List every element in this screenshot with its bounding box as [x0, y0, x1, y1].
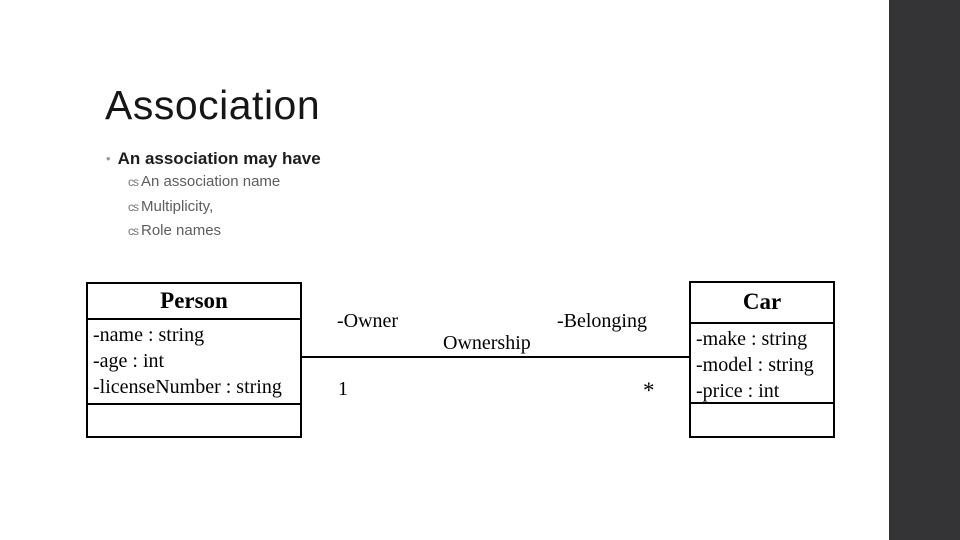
attribute-row: -model : string [696, 354, 814, 376]
attribute-row: -make : string [696, 328, 808, 350]
right-accent-bar [889, 0, 960, 540]
uml-class-box-person: Person -name : string -age : int -licens… [86, 282, 302, 438]
attribute-row: -price : int [696, 380, 780, 402]
slide-title: Association [105, 82, 321, 128]
sub-bullet-glyph-icon: cs [128, 199, 139, 214]
multiplicity-left-label: 1 [338, 378, 348, 400]
role-label-owner: -Owner [337, 310, 399, 332]
bullet-item: • An association may have [106, 149, 321, 169]
multiplicity-right-label: * [643, 378, 655, 403]
sub-bullet-glyph-icon: cs [128, 224, 139, 238]
attribute-row: -age : int [93, 350, 165, 372]
attribute-row: -name : string [93, 324, 205, 346]
class-attributes-car: -make : string -model : string -price : … [691, 324, 833, 404]
uml-class-box-car: Car -make : string -model : string -pric… [689, 281, 835, 438]
sub-bullet-text: Role names [141, 222, 222, 239]
class-name-person: Person [88, 284, 300, 320]
role-label-belonging: -Belonging [557, 310, 647, 332]
sub-bullet-text: Multiplicity, [141, 197, 214, 215]
bullet-text: An association may have [117, 149, 321, 168]
class-name-car: Car [691, 283, 833, 324]
association-name-label: Ownership [443, 332, 531, 354]
sub-bullet-text: An association name [141, 173, 281, 190]
sub-bullet-glyph-icon: cs [128, 175, 139, 189]
association-line [302, 356, 689, 358]
attribute-row: -licenseNumber : string [93, 376, 282, 398]
class-attributes-person: -name : string -age : int -licenseNumber… [88, 320, 300, 405]
bullet-dot-icon: • [106, 151, 111, 166]
